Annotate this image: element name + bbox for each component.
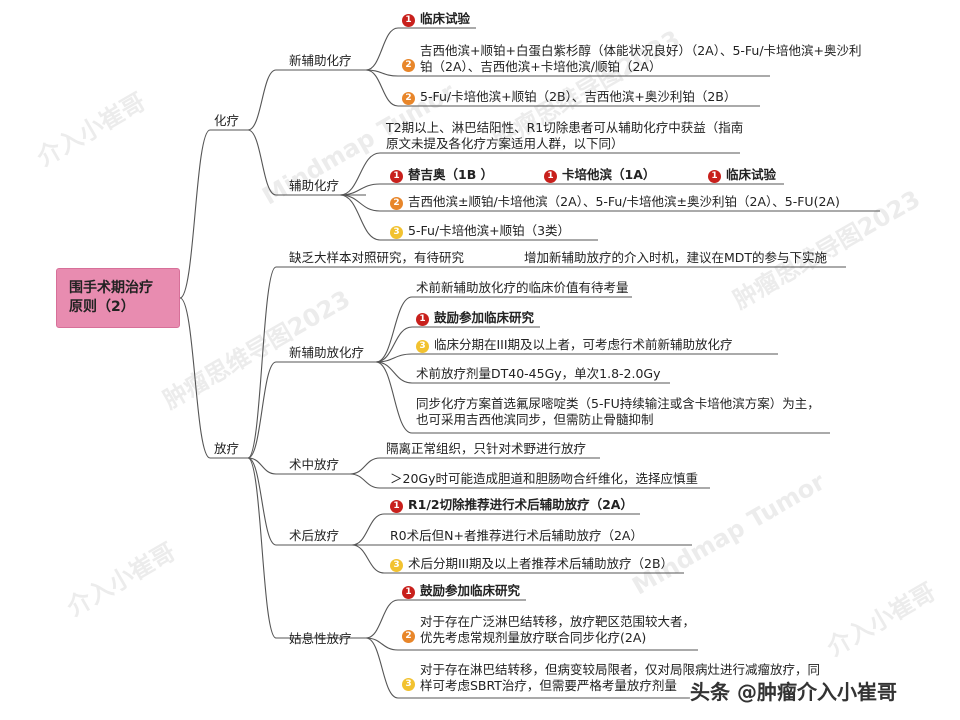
- priority-badge-icon: 3: [416, 340, 429, 353]
- item-text: 临床试验: [420, 11, 471, 26]
- root-title-line2: 原则（2）: [69, 299, 135, 315]
- node-intraop-radio[interactable]: 术中放疗: [289, 457, 340, 472]
- radio-top-note-2[interactable]: 增加新辅助放疗的介入时机，建议在MDT的参与下实施: [524, 250, 828, 265]
- neo-radio-item-1[interactable]: 术前新辅助放化疗的临床价值有待考量: [416, 280, 629, 295]
- node-postop-radio[interactable]: 术后放疗: [289, 528, 340, 543]
- intraop-item-1[interactable]: 隔离正常组织，只针对术野进行放疗: [386, 441, 587, 456]
- intraop-item-2[interactable]: ＞20Gy时可能造成胆道和胆肠吻合纤维化，选择应慎重: [390, 471, 698, 486]
- priority-badge-icon: 2: [390, 197, 403, 210]
- node-palliative-radio[interactable]: 姑息性放疗: [289, 631, 352, 646]
- item-text: 术后分期III期及以上者推荐术后辅助放疗（2B）: [408, 556, 674, 571]
- neo-chemo-item-3[interactable]: 2 5-Fu/卡培他滨+顺铂（2B）、吉西他滨+奥沙利铂（2B）: [402, 89, 736, 107]
- priority-badge-icon: 1: [402, 14, 415, 27]
- palliative-item-3[interactable]: 3 对于存在淋巴结转移，但病变较局限者，仅对局限病灶进行减瘤放疗，同样可考虑SBR…: [402, 662, 832, 696]
- priority-badge-icon: 3: [390, 226, 403, 239]
- priority-badge-icon: 1: [544, 170, 557, 183]
- item-text: 临床分期在III期及以上者，可考虑行术前新辅助放化疗: [434, 337, 733, 352]
- neo-radio-item-2[interactable]: 1 鼓励参加临床研究: [416, 310, 534, 328]
- source-watermark: 头条 @肿瘤介入小崔哥: [690, 680, 897, 704]
- postop-item-1[interactable]: 1 R1/2切除推荐进行术后辅助放疗（2A）: [390, 497, 633, 515]
- priority-badge-icon: 1: [390, 500, 403, 513]
- neo-chemo-item-1[interactable]: 1 临床试验: [402, 11, 470, 29]
- priority-badge-icon: 1: [416, 313, 429, 326]
- radio-top-note[interactable]: 缺乏大样本对照研究，有待研究: [289, 250, 465, 265]
- adjuvant-chemo-item-2[interactable]: 2 吉西他滨±顺铂/卡培他滨（2A）、5-Fu/卡培他滨±奥沙利铂（2A）、5-F…: [390, 194, 840, 212]
- item-text: 5-Fu/卡培他滨+顺铂（2B）、吉西他滨+奥沙利铂（2B）: [420, 89, 737, 104]
- adjuvant-chemo-note[interactable]: T2期以上、淋巴结阳性、R1切除患者可从辅助化疗中获益（指南原文未提及各化疗方案…: [386, 120, 744, 151]
- adjuvant-chemo-item-cape[interactable]: 1 卡培他滨（1A）: [544, 167, 655, 185]
- adjuvant-chemo-item-trial[interactable]: 1 临床试验: [708, 167, 776, 185]
- priority-badge-icon: 3: [390, 559, 403, 572]
- item-text: 5-Fu/卡培他滨+顺铂（3类）: [408, 223, 571, 238]
- priority-badge-icon: 3: [402, 678, 415, 691]
- palliative-item-1[interactable]: 1 鼓励参加临床研究: [402, 583, 520, 601]
- item-text: R1/2切除推荐进行术后辅助放疗（2A）: [408, 497, 633, 512]
- node-neoadjuvant-chemo[interactable]: 新辅助化疗: [289, 53, 352, 68]
- priority-badge-icon: 2: [402, 59, 415, 72]
- branch-chemo[interactable]: 化疗: [214, 113, 240, 128]
- priority-badge-icon: 1: [402, 586, 415, 599]
- node-adjuvant-chemo[interactable]: 辅助化疗: [289, 178, 340, 193]
- branch-radio[interactable]: 放疗: [214, 441, 240, 456]
- postop-item-2[interactable]: R0术后但N+者推荐进行术后辅助放疗（2A）: [390, 528, 643, 543]
- item-text: 卡培他滨（1A）: [562, 167, 656, 182]
- item-text: 鼓励参加临床研究: [434, 310, 535, 325]
- priority-badge-icon: 1: [390, 170, 403, 183]
- item-text: 临床试验: [726, 167, 777, 182]
- priority-badge-icon: 2: [402, 630, 415, 643]
- priority-badge-icon: 2: [402, 92, 415, 105]
- item-text: 吉西他滨±顺铂/卡培他滨（2A）、5-Fu/卡培他滨±奥沙利铂（2A）、5-FU…: [408, 194, 840, 209]
- item-text: 对于存在广泛淋巴结转移，放疗靶区范围较大者，优先考虑常规剂量放疗联合同步化疗(2…: [420, 614, 696, 645]
- neo-chemo-item-2[interactable]: 2 吉西他滨+顺铂+白蛋白紫杉醇（体能状况良好）（2A）、5-Fu/卡培他滨+奥沙…: [402, 43, 872, 77]
- item-text: 对于存在淋巴结转移，但病变较局限者，仅对局限病灶进行减瘤放疗，同样可考虑SBRT…: [420, 662, 821, 693]
- priority-badge-icon: 1: [708, 170, 721, 183]
- item-text: 替吉奥（1B ）: [408, 167, 494, 182]
- palliative-item-2[interactable]: 2 对于存在广泛淋巴结转移，放疗靶区范围较大者，优先考虑常规剂量放疗联合同步化疗(…: [402, 614, 702, 648]
- neo-radio-item-5[interactable]: 同步化疗方案首选氟尿嘧啶类（5-FU持续输注或含卡培他滨方案）为主，也可采用吉西…: [416, 396, 820, 427]
- root-title-line1: 围手术期治疗: [69, 280, 153, 296]
- item-text: 吉西他滨+顺铂+白蛋白紫杉醇（体能状况良好）（2A）、5-Fu/卡培他滨+奥沙利…: [420, 43, 862, 74]
- adjuvant-chemo-item-3[interactable]: 3 5-Fu/卡培他滨+顺铂（3类）: [390, 223, 570, 241]
- neo-radio-item-4[interactable]: 术前放疗剂量DT40-45Gy，单次1.8-2.0Gy: [416, 366, 661, 381]
- adjuvant-chemo-item-s1[interactable]: 1 替吉奥（1B ）: [390, 167, 493, 185]
- node-neoadjuvant-chemoradio[interactable]: 新辅助放化疗: [289, 345, 365, 360]
- root-node[interactable]: 围手术期治疗 原则（2）: [56, 268, 180, 328]
- neo-radio-item-3[interactable]: 3 临床分期在III期及以上者，可考虑行术前新辅助放化疗: [416, 337, 733, 355]
- item-text: 鼓励参加临床研究: [420, 583, 521, 598]
- postop-item-3[interactable]: 3 术后分期III期及以上者推荐术后辅助放疗（2B）: [390, 556, 673, 574]
